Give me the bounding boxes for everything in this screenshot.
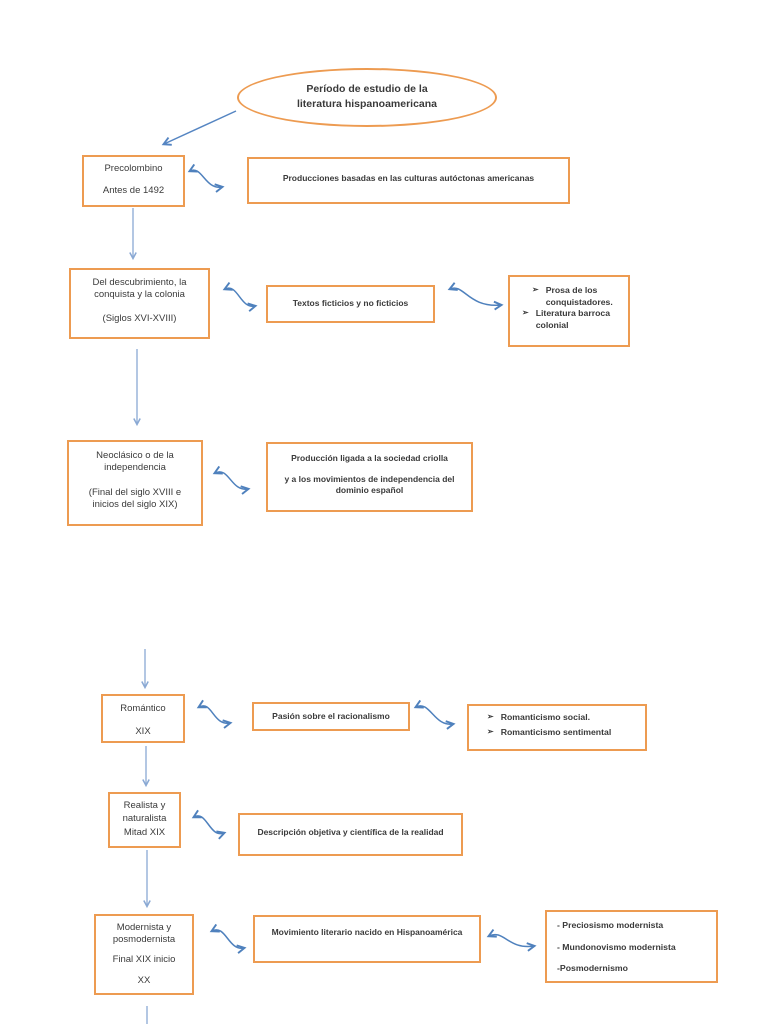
link-descubrimiento-desc xyxy=(222,282,258,312)
period-era: (Siglos XVI-XVIII) xyxy=(102,312,177,324)
list-item: ➢ Prosa de los conquistadores. xyxy=(532,285,622,308)
desc-realista: Descripción objetiva y científica de la … xyxy=(238,813,463,856)
detail-descubrimiento: ➢ Prosa de los conquistadores. ➢ Literat… xyxy=(508,275,630,347)
desc-neoclasico: Producción ligada a la sociedad criolla … xyxy=(266,442,473,512)
node-realista: Realista y naturalista Mitad XIX xyxy=(108,792,181,848)
period-name: Modernista y xyxy=(116,922,172,933)
list-item: ➢ Romanticismo sentimental xyxy=(487,727,639,739)
node-neoclasico: Neoclásico o de la independencia (Final … xyxy=(67,440,203,526)
link-precolombino-desc xyxy=(187,163,225,193)
desc-text: dominio español xyxy=(335,485,404,496)
title-line1: Período de estudio de la xyxy=(306,83,428,95)
list-item-text: - Mundonovismo modernista xyxy=(557,941,676,952)
link-romantico-detail xyxy=(413,699,456,730)
arrow-bullet-icon: ➢ xyxy=(487,712,494,721)
arrow-title-to-precolombino xyxy=(161,110,237,146)
arrow-bullet-icon: ➢ xyxy=(522,308,529,318)
desc-precolombino: Producciones basadas en las culturas aut… xyxy=(247,157,570,204)
desc-modernista: Movimiento literario nacido en Hispanoam… xyxy=(253,915,481,963)
list-item-text: Prosa de los conquistadores. xyxy=(545,285,613,307)
desc-romantico: Pasión sobre el racionalismo xyxy=(252,702,410,731)
link-modernista-desc xyxy=(209,923,247,954)
period-name: Romántico xyxy=(120,703,166,714)
list-item-text: -Posmodernismo xyxy=(557,963,628,974)
period-era: Mitad XIX xyxy=(123,826,166,838)
link-romantico-desc xyxy=(196,699,233,729)
period-era: (Final del siglo XVIII e xyxy=(88,486,182,498)
period-era: XX xyxy=(137,974,151,986)
period-name: independencia xyxy=(104,461,166,473)
period-name: Del descubrimiento, la xyxy=(92,277,187,288)
list-item-text: - Preciosismo modernista xyxy=(557,920,664,930)
node-descubrimiento: Del descubrimiento, la conquista y la co… xyxy=(69,268,210,339)
period-era: inicios del siglo XIX) xyxy=(92,498,178,510)
list-item-text: Romanticismo social. xyxy=(500,712,591,722)
period-name: Neoclásico o de la xyxy=(96,450,174,461)
link-realista-desc xyxy=(191,809,227,840)
arrow-bullet-icon: ➢ xyxy=(532,285,539,294)
detail-modernista: - Preciosismo modernista - Mundonovismo … xyxy=(545,910,718,983)
detail-romantico: ➢ Romanticismo social. ➢ Romanticismo se… xyxy=(467,704,647,751)
desc-text: Movimiento literario nacido en Hispanoam… xyxy=(271,927,463,937)
desc-descubrimiento: Textos ficticios y no ficticios xyxy=(266,285,435,323)
period-name: naturalista xyxy=(122,813,167,825)
list-item-text: Romanticismo sentimental xyxy=(500,726,612,737)
title-ellipse: Período de estudio de la literatura hisp… xyxy=(237,68,497,127)
desc-text: Descripción objetiva y científica de la … xyxy=(257,827,444,837)
node-romantico: Romántico XIX xyxy=(101,694,185,743)
list-item: ➢ Romanticismo social. xyxy=(487,712,639,724)
period-name: conquista y la colonia xyxy=(94,288,185,300)
desc-text: Producción ligada a la sociedad criolla xyxy=(291,453,448,463)
desc-text: y a los movimientos de independencia del xyxy=(284,474,455,485)
desc-text: Textos ficticios y no ficticios xyxy=(292,298,409,308)
list-item-text: Literatura barroca colonial xyxy=(535,308,611,331)
period-era: Antes de 1492 xyxy=(102,184,165,196)
link-descubrimiento-detail xyxy=(447,282,504,311)
period-era: XIX xyxy=(135,725,151,737)
period-name: Realista y xyxy=(123,800,166,811)
link-neoclasico-desc xyxy=(212,465,251,495)
period-name: posmodernista xyxy=(112,933,176,945)
desc-text: Pasión sobre el racionalismo xyxy=(272,711,390,721)
arrow-bullet-icon: ➢ xyxy=(487,726,494,736)
node-modernista: Modernista y posmodernista Final XIX ini… xyxy=(94,914,194,995)
period-name: Precolombino xyxy=(104,163,163,174)
node-precolombino: Precolombino Antes de 1492 xyxy=(82,155,185,207)
period-era: Final XIX inicio xyxy=(112,953,176,965)
desc-text: Producciones basadas en las culturas aut… xyxy=(282,173,535,183)
title-line2: literatura hispanoamericana xyxy=(296,98,438,111)
link-modernista-detail xyxy=(486,929,537,952)
list-item: ➢ Literatura barroca colonial xyxy=(522,308,622,331)
